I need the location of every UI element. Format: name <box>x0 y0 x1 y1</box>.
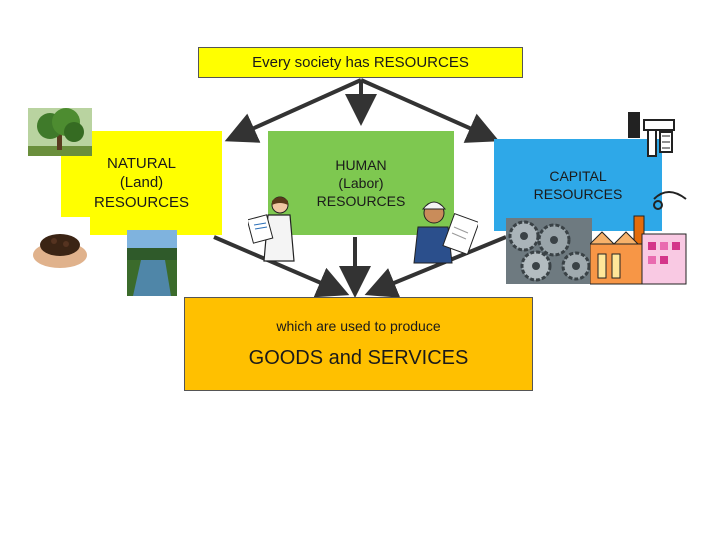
natural-line2: (Land) <box>119 174 164 192</box>
engineer-clipart <box>413 201 478 264</box>
river-image <box>127 230 177 296</box>
top-resources-label: Every society has RESOURCES <box>252 53 469 71</box>
human-line1: HUMAN <box>335 156 387 173</box>
goods-line2: GOODS and SERVICES <box>248 347 469 370</box>
goods-line1: which are used to produce <box>276 317 441 334</box>
arrow-natural-to-goods <box>213 235 350 298</box>
human-line3: RESOURCES <box>316 193 406 210</box>
arrow-to-capital <box>360 78 500 143</box>
human-resources-box: HUMAN (Labor) RESOURCES <box>268 131 454 235</box>
crane-hook-clipart <box>653 191 687 210</box>
top-resources-box: Every society has RESOURCES <box>198 47 523 78</box>
capital-line1: CAPITAL <box>549 167 607 184</box>
capital-line2: RESOURCES <box>533 186 623 202</box>
human-line2: (Labor) <box>338 174 384 191</box>
natural-line1: NATURAL <box>107 154 176 172</box>
natural-line3: RESOURCES <box>93 193 190 211</box>
gears-image <box>506 218 592 284</box>
arrow-capital-to-goods <box>364 235 507 298</box>
drafting-tools-clipart <box>628 112 675 157</box>
factory-clipart <box>590 215 687 285</box>
scientist-clipart <box>248 196 295 262</box>
arrow-to-natural <box>224 78 362 143</box>
soil-in-hands-image <box>30 217 90 275</box>
tree-image <box>28 108 92 156</box>
goods-services-box: which are used to produce GOODS and SERV… <box>184 297 533 391</box>
